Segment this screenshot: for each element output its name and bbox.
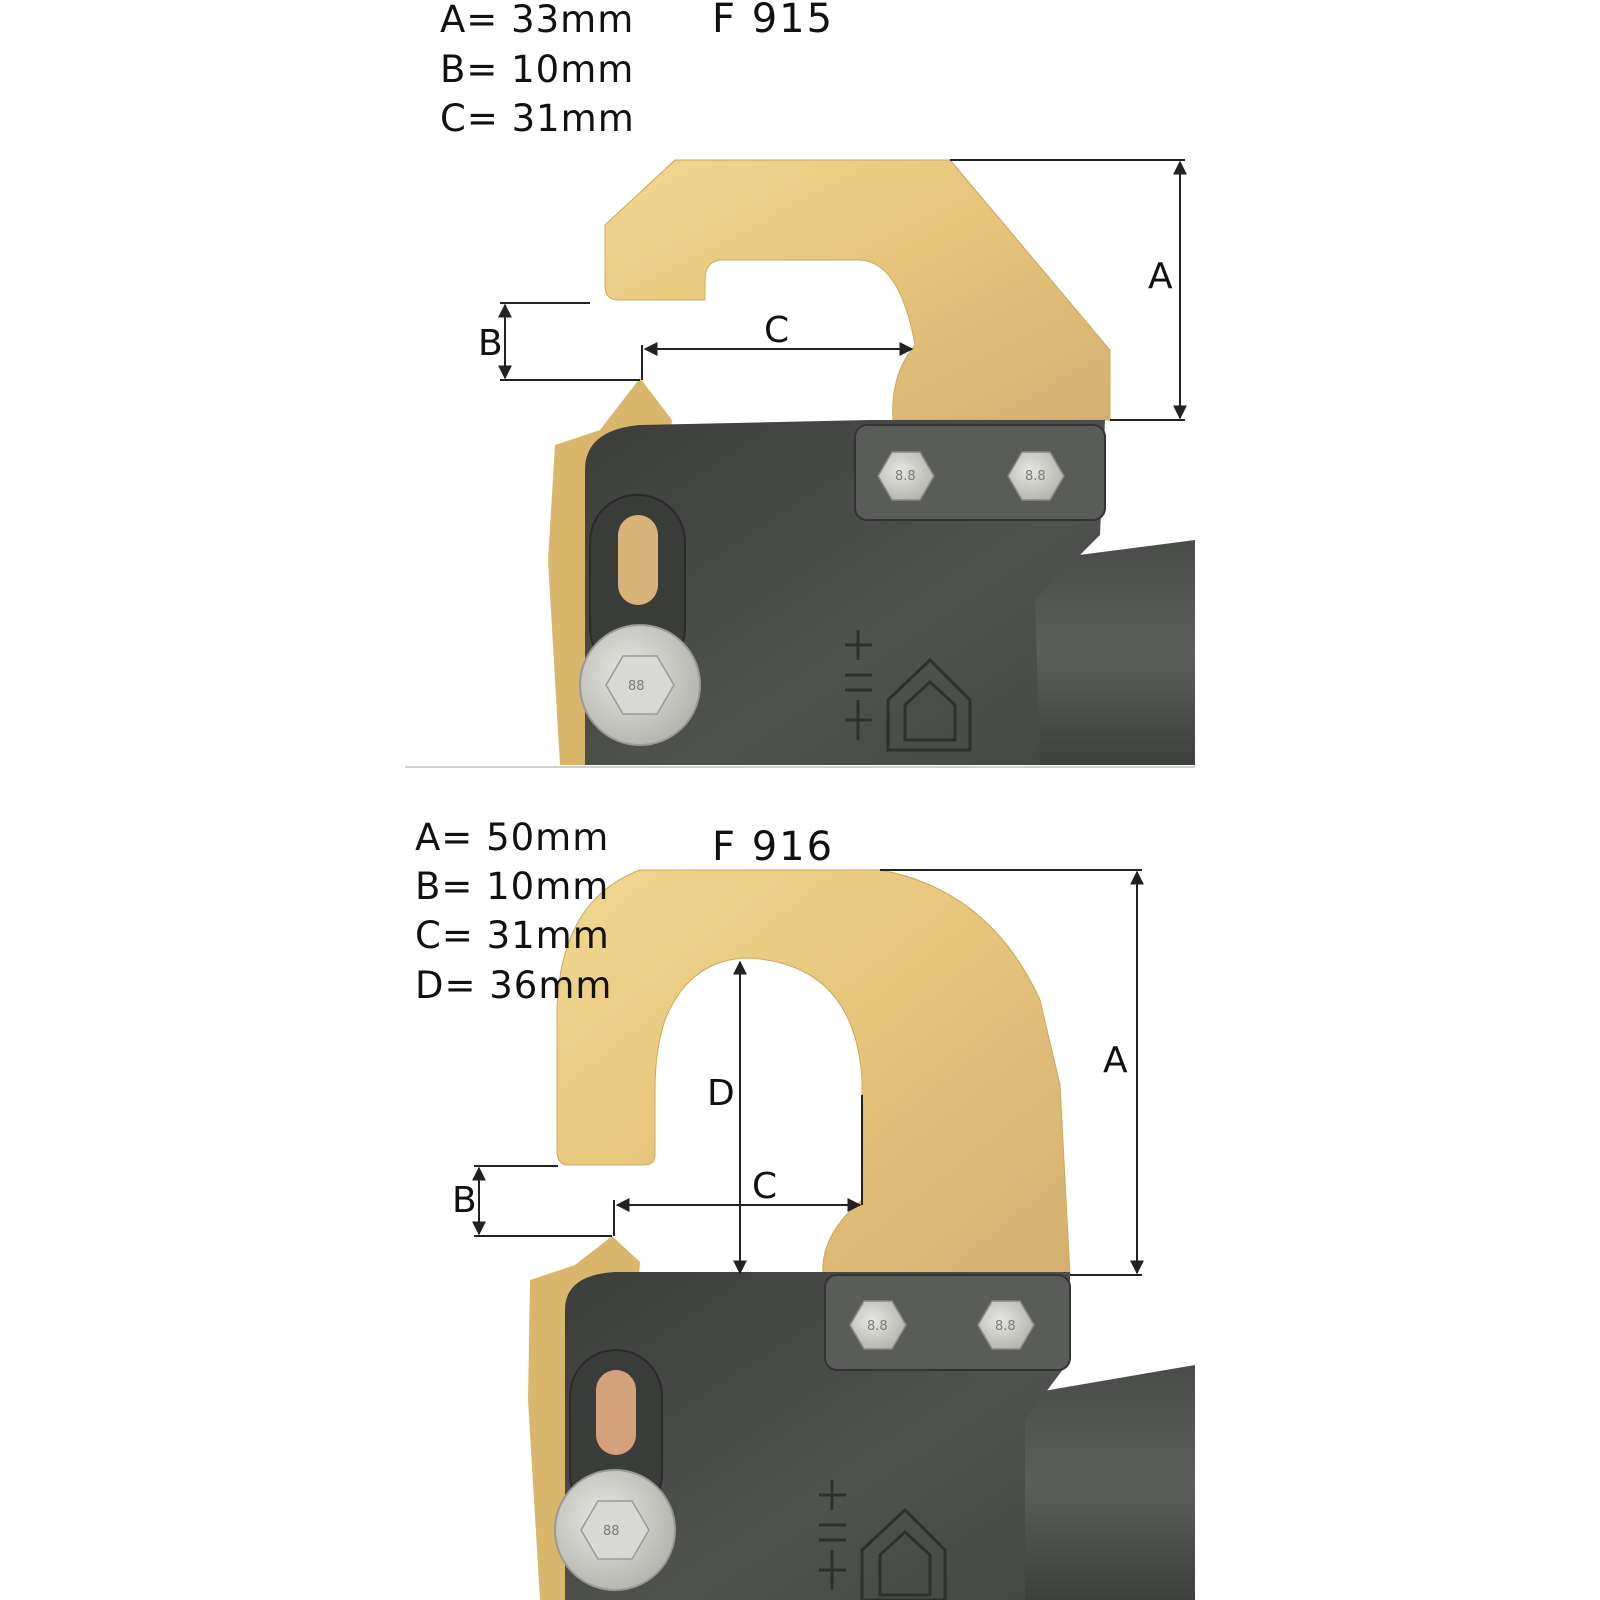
dimension-a: A: [880, 869, 1144, 1276]
embossed-arrows-icon: [845, 630, 872, 740]
slot-opening: [596, 1370, 636, 1455]
embossed-house-icon: [860, 1507, 947, 1600]
product-code: F 916: [712, 824, 834, 870]
product-code: F 915: [712, 0, 834, 42]
dim-label-b: B: [478, 323, 503, 364]
tube: [1000, 1365, 1195, 1600]
dimension-c: C: [641, 310, 914, 380]
dim-label-c: C: [764, 310, 789, 351]
hex-bolt: 8.8: [849, 1300, 907, 1350]
dim-label-d: D: [707, 1073, 735, 1114]
slot-opening: [618, 515, 658, 605]
washer-bolt: 88: [554, 1469, 676, 1591]
hex-bolt: 8.8: [1007, 451, 1065, 501]
dim-label-a: A: [1103, 1040, 1128, 1081]
dim-label-a: A: [1148, 256, 1173, 297]
hook-plate: [604, 159, 1111, 421]
hook-plate: [556, 869, 1071, 1276]
tube: [1010, 540, 1195, 765]
svg-text:88: 88: [628, 679, 645, 694]
dimension-b: B: [478, 302, 640, 381]
hex-bolt: 8.8: [877, 451, 935, 501]
svg-text:8.8: 8.8: [995, 1319, 1016, 1334]
svg-text:8.8: 8.8: [895, 469, 916, 484]
dim-label-c: C: [752, 1166, 777, 1207]
dim-label-b: B: [452, 1180, 477, 1221]
svg-text:8.8: 8.8: [1025, 469, 1046, 484]
spec-a: A= 50mm: [415, 816, 609, 859]
dimension-c: C: [613, 1166, 862, 1236]
spec-a: A= 33mm: [440, 0, 634, 41]
embossed-house-icon: [886, 657, 972, 752]
spec-b: B= 10mm: [415, 865, 609, 908]
svg-text:88: 88: [603, 1524, 620, 1539]
dimension-a: A: [950, 159, 1187, 421]
svg-text:8.8: 8.8: [867, 1319, 888, 1334]
dimension-d: D: [707, 960, 863, 1275]
spec-c: C= 31mm: [415, 914, 610, 957]
spec-b: B= 10mm: [440, 48, 634, 91]
spec-d: D= 36mm: [415, 964, 612, 1007]
washer-bolt: 88: [579, 624, 701, 746]
dimension-b: B: [452, 1165, 612, 1237]
panel-f915: A= 33mm B= 10mm C= 31mm F 915 8.8 8.8: [405, 0, 1195, 768]
panel-f916: 8.8 8.8 88 A= 50mm B= 10mm C= 31mm D=: [415, 816, 1195, 1600]
spec-c: C= 31mm: [440, 97, 635, 140]
embossed-arrows-icon: [819, 1480, 846, 1590]
hex-bolt: 8.8: [977, 1300, 1035, 1350]
